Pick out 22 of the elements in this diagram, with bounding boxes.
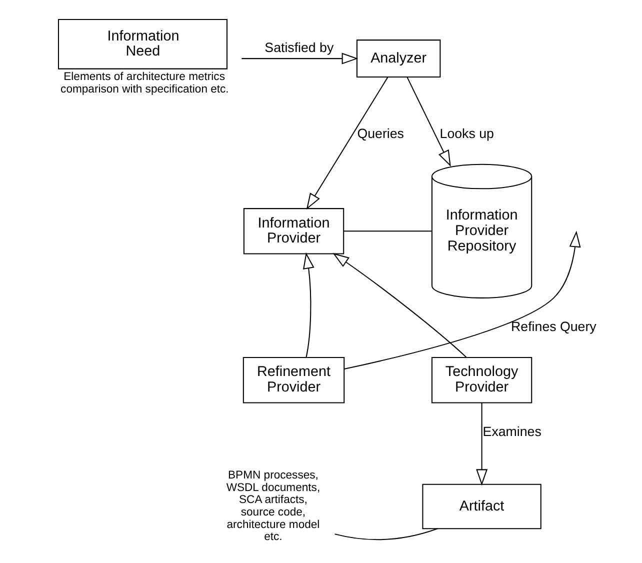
arrow xyxy=(242,52,358,64)
edge-label: Looks up xyxy=(440,126,494,142)
arrow xyxy=(302,252,314,358)
node-box: Technology Provider xyxy=(431,357,532,404)
arrow xyxy=(344,230,581,370)
edge-label: Queries xyxy=(357,126,404,142)
node-box: Information Provider xyxy=(243,208,344,254)
node-box: Refinement Provider xyxy=(242,357,345,404)
arrow xyxy=(406,76,451,167)
node-box: Information Need xyxy=(58,19,228,70)
arrow xyxy=(332,252,467,358)
edge-label: Satisfied by xyxy=(264,40,334,55)
node-box: Analyzer xyxy=(356,40,441,78)
node-text: BPMN processes, WSDL documents, SCA artifacts, source code, architecture model etc. xyxy=(226,470,320,544)
arrow xyxy=(306,76,388,210)
node-box: Artifact xyxy=(422,484,542,530)
arrow xyxy=(476,402,488,486)
connector xyxy=(344,230,432,232)
edge-label: Refines Query xyxy=(511,319,596,334)
connector xyxy=(334,528,438,540)
edge-label: Examines xyxy=(482,424,542,440)
node-label: Elements of architecture metrics comparison with specification etc. xyxy=(60,70,229,96)
